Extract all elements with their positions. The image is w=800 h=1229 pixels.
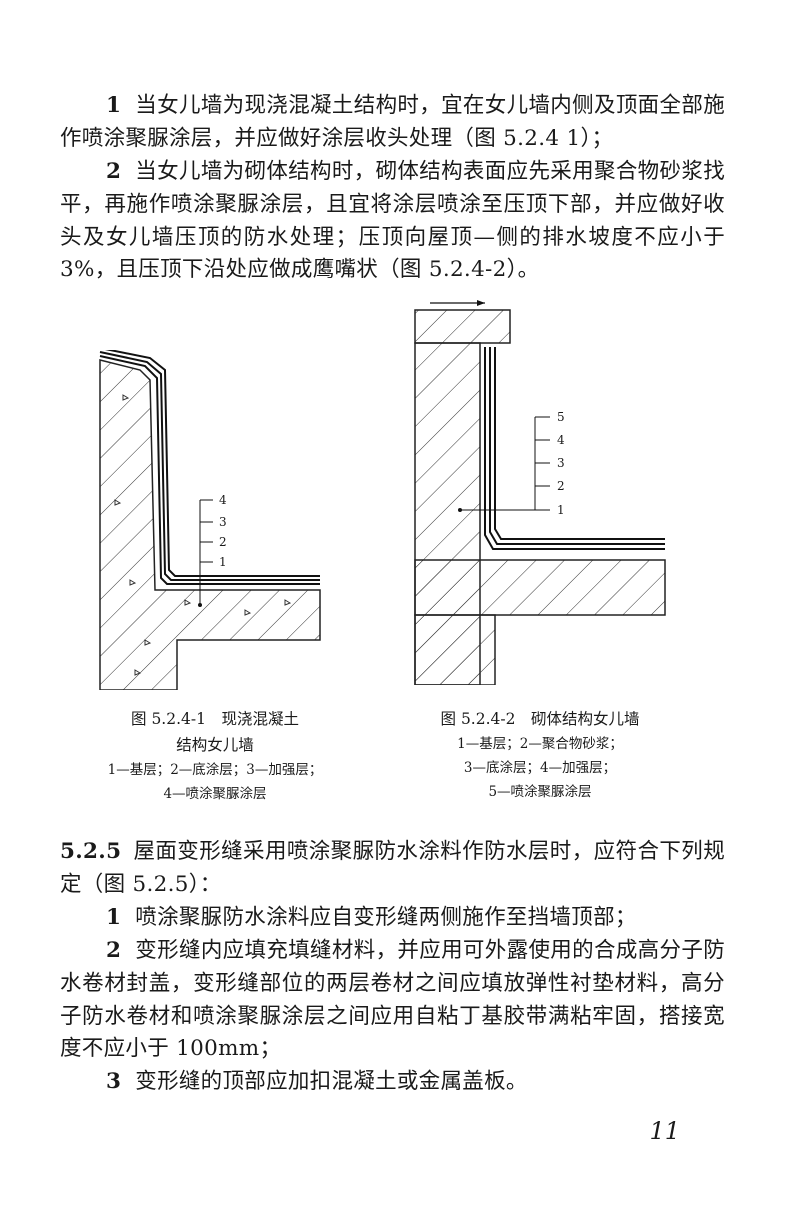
item-number: 3: [106, 1069, 122, 1094]
coating-layers: [484, 347, 665, 550]
item-text: 喷涂聚脲防水涂料应自变形缝两侧施作至挡墙顶部；: [135, 905, 637, 930]
fig2-legend-line3: 5—喷涂聚脲涂层: [488, 784, 592, 800]
figure-1-diagram: 4 3 2 1: [99, 350, 321, 690]
figure-2-caption: 图 5.2.4-2 砌体结构女儿墙 1—基层；2—聚合物砂浆； 3—底涂层；4—…: [395, 706, 685, 804]
label-leader: [199, 499, 213, 605]
section-item-1: 1 喷涂聚脲防水涂料应自变形缝两侧施作至挡墙顶部；: [60, 902, 725, 935]
fig2-legend-line1: 1—基层；2—聚合物砂浆；: [457, 736, 623, 752]
fig2-label-3: 3: [557, 456, 565, 470]
item-number: 2: [106, 938, 122, 963]
fig2-label-2: 2: [557, 479, 565, 493]
fig1-label-4: 4: [219, 493, 227, 507]
item-text: 当女儿墙为现浇混凝土结构时，宜在女儿墙内侧及顶面全部施作喷涂聚脲涂层，并应做好涂…: [60, 93, 725, 151]
label-leader: [460, 416, 550, 511]
roof-slab: [414, 559, 666, 616]
item-text: 变形缝的顶部应加扣混凝土或金属盖板。: [135, 1069, 528, 1094]
fig1-label-2: 2: [219, 535, 227, 549]
fig2-legend-line2: 3—底涂层；4—加强层；: [463, 760, 617, 776]
fig2-label-5: 5: [557, 410, 565, 424]
coating-layers: [99, 350, 320, 585]
item-text: 变形缝内应填充填缝材料，并应用可外露使用的合成高分子防水卷材封盖，变形缝部位的两…: [60, 938, 725, 1062]
fig1-label-3: 3: [219, 515, 227, 529]
fig2-label-4: 4: [557, 433, 565, 447]
coping: [414, 309, 511, 344]
fig1-label-1: 1: [219, 555, 227, 569]
item-text: 当女儿墙为砌体结构时，砌体结构表面应先采用聚合物砂浆找平，再施作喷涂聚脲涂层，且…: [60, 159, 725, 283]
fig1-caption-line1: 图 5.2.4-1 现浇混凝土: [131, 710, 299, 728]
item-number: 1: [106, 905, 122, 930]
fig2-label-1: 1: [557, 503, 565, 517]
figure-1-caption: 图 5.2.4-1 现浇混凝土 结构女儿墙 1—基层；2—底涂层；3—加强层； …: [85, 706, 345, 806]
fig2-caption-line1: 图 5.2.4-2 砌体结构女儿墙: [440, 710, 640, 728]
fig1-legend-line1: 1—基层；2—底涂层；3—加强层；: [107, 762, 323, 778]
section-number: 5.2.5: [60, 839, 122, 864]
fig1-caption-line2: 结构女儿墙: [176, 736, 254, 754]
concrete-wall: [99, 359, 321, 690]
item-number: 1: [106, 93, 122, 118]
section-item-3: 3 变形缝的顶部应加扣混凝土或金属盖板。: [60, 1066, 725, 1099]
section-text: 屋面变形缝采用喷涂聚脲防水涂料作防水层时，应符合下列规定（图 5.2.5）：: [60, 839, 725, 897]
item-number: 2: [106, 159, 122, 184]
fig1-legend-line2: 4—喷涂聚脲涂层: [163, 786, 267, 802]
figure-2-diagram: 5 4 3 2 1: [414, 300, 666, 685]
page-number: 11: [649, 1117, 680, 1145]
